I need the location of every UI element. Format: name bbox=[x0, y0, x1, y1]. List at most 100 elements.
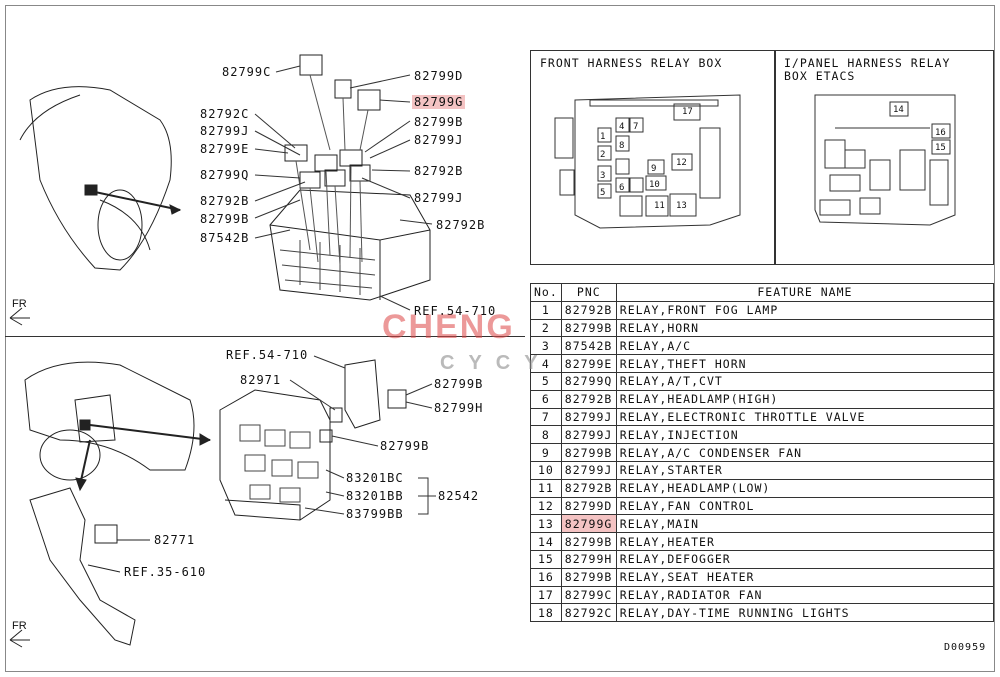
ipanel-relay-box-title: I/PANEL HARNESS RELAY bbox=[784, 56, 951, 70]
relay-position-number: 2 bbox=[600, 150, 606, 160]
relay-position-number: 12 bbox=[676, 158, 687, 168]
ref-label: REF.54-710 bbox=[414, 304, 497, 318]
row-number: 6 bbox=[530, 389, 562, 409]
part-number: 82799B bbox=[560, 443, 617, 462]
feature-name: RELAY,THEFT HORN bbox=[615, 354, 995, 373]
feature-name: RELAY,ELECTRONIC THROTTLE VALVE bbox=[615, 407, 995, 427]
diagram-code: D00959 bbox=[944, 642, 987, 653]
part-label-83201bb: 83201BB bbox=[346, 489, 404, 503]
part-number: 82799E bbox=[560, 354, 617, 373]
feature-name: RELAY,STARTER bbox=[615, 460, 995, 480]
part-number: 82799B bbox=[560, 567, 617, 587]
part-number: 82799J bbox=[560, 460, 617, 480]
feature-name: RELAY,A/C bbox=[615, 336, 995, 356]
row-number: 18 bbox=[530, 603, 562, 623]
part-label-82799h: 82799H bbox=[434, 401, 484, 415]
part-label-82799b: 82799B bbox=[380, 439, 430, 453]
feature-name: RELAY,HEADLAMP(HIGH) bbox=[615, 389, 995, 409]
feature-name: RELAY,A/C CONDENSER FAN bbox=[615, 443, 995, 462]
part-number: 82799J bbox=[560, 407, 617, 427]
feature-name: RELAY,DAY-TIME RUNNING LIGHTS bbox=[615, 603, 995, 623]
relay-position-number: 8 bbox=[619, 141, 625, 151]
row-number: 15 bbox=[530, 549, 562, 569]
row-number: 2 bbox=[530, 318, 562, 338]
part-label-87542b: 87542B bbox=[200, 231, 250, 245]
front-direction-label: FR bbox=[12, 298, 27, 310]
relay-position-number: 15 bbox=[935, 143, 946, 153]
part-number: 82799J bbox=[560, 425, 617, 445]
part-number: 82792C bbox=[560, 603, 617, 623]
ref-label: REF.35-610 bbox=[124, 565, 207, 579]
part-label-83201bc: 83201BC bbox=[346, 471, 404, 485]
front-harness-relay-box-panel bbox=[530, 50, 775, 265]
relay-position-number: 4 bbox=[619, 122, 625, 132]
feature-name: RELAY,MAIN bbox=[615, 514, 995, 534]
row-number: 17 bbox=[530, 585, 562, 605]
part-label-82792b: 82792B bbox=[436, 218, 486, 232]
part-label-82971: 82971 bbox=[240, 373, 282, 387]
part-label-82799b: 82799B bbox=[414, 115, 464, 129]
part-label-82771: 82771 bbox=[154, 533, 196, 547]
part-label-82799q: 82799Q bbox=[200, 168, 250, 182]
part-label-82799j: 82799J bbox=[200, 124, 250, 138]
feature-name: RELAY,A/T,CVT bbox=[615, 371, 995, 391]
row-number: 12 bbox=[530, 496, 562, 516]
row-number: 10 bbox=[530, 460, 562, 480]
part-label-82799j: 82799J bbox=[414, 133, 464, 147]
watermark: CHENG bbox=[382, 308, 515, 346]
part-label-83799bb: 83799BB bbox=[346, 507, 404, 521]
part-label-82799e: 82799E bbox=[200, 142, 250, 156]
watermark-subtext: CYCY bbox=[440, 352, 552, 374]
relay-position-number: 5 bbox=[600, 188, 606, 198]
relay-position-number: 13 bbox=[676, 201, 687, 211]
column-header-pnc: PNC bbox=[560, 283, 617, 302]
part-label-82792b: 82792B bbox=[414, 164, 464, 178]
part-number: 82799B bbox=[560, 532, 617, 551]
part-label-82799c: 82799C bbox=[222, 65, 272, 79]
row-number: 13 bbox=[530, 514, 562, 534]
feature-name: RELAY,DEFOGGER bbox=[615, 549, 995, 569]
row-number: 7 bbox=[530, 407, 562, 427]
part-number: 82792B bbox=[560, 478, 617, 498]
ref-label: REF.54-710 bbox=[226, 348, 309, 362]
part-label-82799g: 82799G bbox=[412, 95, 466, 109]
part-label-82799j: 82799J bbox=[414, 191, 464, 205]
feature-name: RELAY,FAN CONTROL bbox=[615, 496, 995, 516]
relay-position-number: 14 bbox=[893, 105, 904, 115]
part-number: 82799D bbox=[560, 496, 617, 516]
row-number: 9 bbox=[530, 443, 562, 462]
feature-name: RELAY,HEATER bbox=[615, 532, 995, 551]
feature-name: RELAY,HORN bbox=[615, 318, 995, 338]
table-header-row: No. PNC FEATURE NAME bbox=[530, 283, 995, 302]
part-number: 82799G bbox=[560, 514, 617, 534]
part-label-82799b: 82799B bbox=[200, 212, 250, 226]
relay-position-number: 1 bbox=[600, 132, 606, 142]
front-direction-label: FR bbox=[12, 620, 27, 632]
row-number: 1 bbox=[530, 300, 562, 320]
column-header-no: No. bbox=[530, 283, 562, 302]
row-number: 8 bbox=[530, 425, 562, 445]
relay-position-number: 11 bbox=[654, 201, 665, 211]
ipanel-relay-box-subtitle: BOX ETACS bbox=[784, 69, 856, 83]
relay-position-number: 9 bbox=[651, 164, 657, 174]
part-label-82792c: 82792C bbox=[200, 107, 250, 121]
relay-position-number: 10 bbox=[649, 180, 660, 190]
feature-name: RELAY,FRONT FOG LAMP bbox=[615, 300, 995, 320]
part-number: 82792B bbox=[560, 389, 617, 409]
feature-name: RELAY,SEAT HEATER bbox=[615, 567, 995, 587]
